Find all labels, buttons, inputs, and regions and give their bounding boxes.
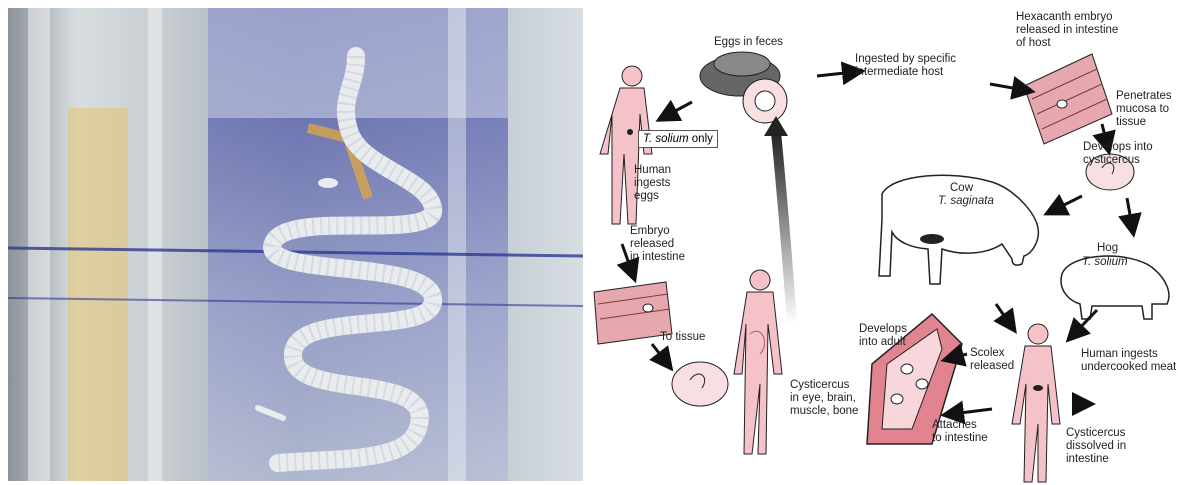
label-attaches-intestine: Attaches to intestine bbox=[932, 419, 988, 445]
tapeworm-photo bbox=[8, 8, 583, 481]
label-human-ingests-meat: Human ingests undercooked meat bbox=[1081, 348, 1176, 374]
label-cysticercus-dissolved: Cysticercus dissolved in intestine bbox=[1066, 427, 1126, 466]
tapeworm-life-cycle-diagram: Eggs in feces Ingested by specific inter… bbox=[592, 4, 1178, 485]
label-to-tissue: To tissue bbox=[660, 331, 705, 344]
solium-only-box: T. solium only bbox=[638, 130, 718, 148]
label-human-ingests-eggs: Human ingests eggs bbox=[634, 164, 671, 203]
human-figure-middle bbox=[734, 270, 782, 454]
label-eggs-in-feces: Eggs in feces bbox=[714, 36, 783, 49]
label-penetrates-mucosa: Penetrates mucosa to tissue bbox=[1116, 90, 1172, 129]
label-embryo-released: Embryo released in intestine bbox=[630, 225, 685, 264]
label-hexacanth-embryo: Hexacanth embryo released in intestine o… bbox=[1016, 11, 1118, 50]
solium-only-species: T. solium bbox=[643, 133, 689, 145]
feces-egg-illustration bbox=[700, 52, 787, 123]
cysticercus-cyst-illustration-left bbox=[672, 362, 728, 406]
solium-only-suffix: only bbox=[689, 133, 713, 145]
label-develops-adult: Develops into adult bbox=[859, 323, 907, 349]
intestine-tissue-illustration-top bbox=[1024, 54, 1112, 144]
return-arrow bbox=[776, 132, 792, 324]
label-hog: Hog bbox=[1097, 242, 1118, 255]
tapeworm-photo-illustration bbox=[8, 8, 583, 481]
human-figure-right bbox=[1012, 324, 1060, 482]
label-develops-cysticercus: Develops into cysticercus bbox=[1083, 141, 1153, 167]
label-hog-species: T. solium bbox=[1082, 256, 1128, 269]
label-cysticercus-eye: Cysticercus in eye, brain, muscle, bone bbox=[790, 379, 858, 418]
label-ingested-by-host: Ingested by specific intermediate host bbox=[855, 53, 956, 79]
label-cow-species: T. saginata bbox=[938, 195, 994, 208]
label-cow: Cow bbox=[950, 182, 973, 195]
label-scolex-released: Scolex released bbox=[970, 347, 1014, 373]
